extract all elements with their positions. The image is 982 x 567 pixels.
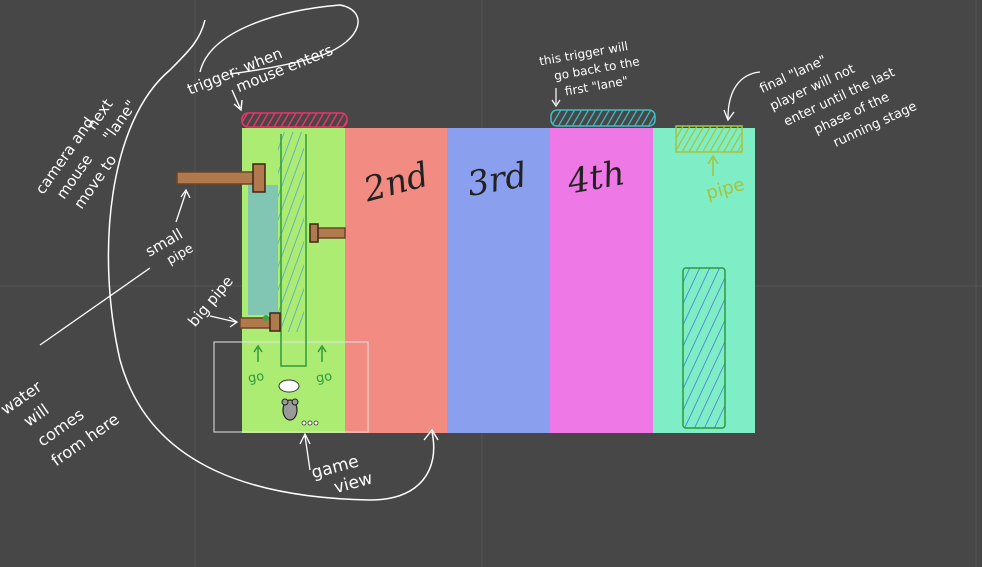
annotation-final-lane: final "lane" player will not enter until… [757,53,919,151]
arrow-final-lane [723,71,761,122]
pipe-left-bottom [239,312,281,332]
loop-arrow-camera [107,19,435,501]
annotation-trigger-back: this trigger will go back to the first "… [538,39,641,98]
game-view-frame [213,341,369,433]
big-pipe-outline [280,134,307,367]
arrow-game-view [299,432,311,471]
lane-label-4th: 4th [564,153,628,202]
go-label-right: go [315,369,334,387]
pipe-arrow [707,154,719,176]
lane-3 [447,128,550,433]
annotation-big-pipe: big pipe [184,272,237,330]
annotation-game-view: game view [309,452,375,498]
trigger-enter-hatch [241,112,348,128]
annotation-camera-mouse: camera and mouse move to next "lane" [32,96,141,213]
pipe-right-small [309,223,346,243]
water-hatch [278,132,304,332]
final-trigger-hatch [675,125,743,153]
annotation-small-pipe: small pipe [142,225,196,268]
trigger-back-hatch [550,109,656,127]
loop-arrow-head [423,428,439,441]
go-label-left: go [247,369,266,387]
annotation-water: water will comes from here [0,377,123,470]
pipe-left-top [176,163,266,193]
mouse-character [278,379,319,426]
arrow-water [39,267,151,346]
go-arrows [253,344,327,362]
arrow-trigger-back [551,88,561,108]
arrow-trigger-enter [231,89,243,112]
lane-2 [345,128,447,433]
water-column [248,185,278,315]
arrow-small-pipe [175,188,191,223]
bubble-trigger-enter [199,4,359,75]
lane-4 [550,128,653,433]
final-lane-pipe [682,267,726,429]
arrow-big-pipe [209,315,239,328]
